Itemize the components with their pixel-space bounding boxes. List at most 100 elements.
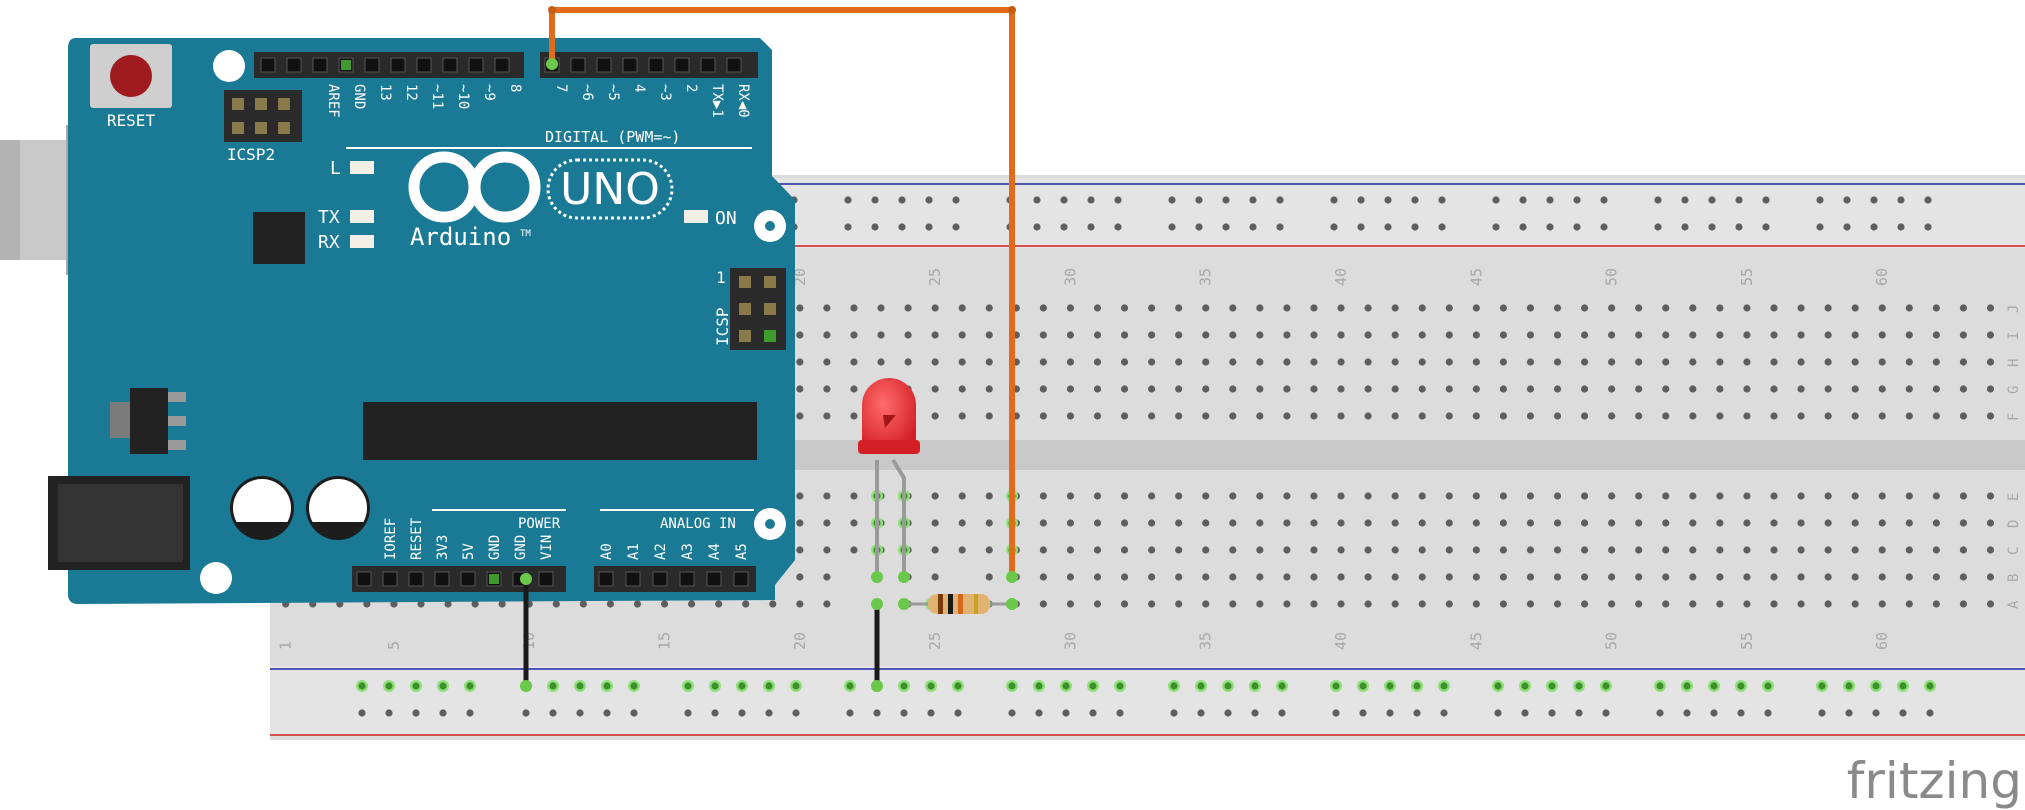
digital-header-pin[interactable] <box>260 57 276 73</box>
power-rail-hole <box>1816 196 1824 204</box>
power-rail-hole <box>358 709 366 717</box>
digital-header-pin[interactable] <box>596 57 612 73</box>
power-rail-hole <box>1494 709 1502 717</box>
analog-header-pin[interactable] <box>598 571 614 587</box>
power-header-pin[interactable] <box>460 571 476 587</box>
power-rail-hole <box>1870 223 1878 231</box>
digital-header-pin[interactable] <box>674 57 690 73</box>
column-number-bottom: 25 <box>926 632 944 650</box>
breadboard-hole <box>1283 546 1291 554</box>
icsp-pin <box>764 303 776 315</box>
breadboard-hole <box>823 304 831 312</box>
breadboard-hole <box>1445 331 1453 339</box>
digital-header-pin[interactable] <box>726 57 742 73</box>
power-rail-hole <box>1249 196 1257 204</box>
breadboard-hole <box>1878 546 1886 554</box>
power-rail-hole <box>1276 223 1284 231</box>
breadboard-hole <box>796 573 804 581</box>
digital-header-pin[interactable] <box>312 57 328 73</box>
breadboard-hole <box>931 385 939 393</box>
breadboard-hole <box>1689 600 1697 608</box>
column-number-top: 55 <box>1738 268 1756 286</box>
breadboard-hole <box>1824 358 1832 366</box>
breadboard-hole <box>1905 573 1913 581</box>
digital-header-pin[interactable] <box>700 57 716 73</box>
breadboard-hole <box>1229 304 1237 312</box>
power-header-pin[interactable] <box>408 571 424 587</box>
digital-header-pin[interactable] <box>364 57 380 73</box>
power-rail-hole <box>844 196 852 204</box>
breadboard-hole <box>1932 412 1940 420</box>
signal-wire[interactable] <box>549 7 1015 577</box>
breadboard-hole <box>1499 600 1507 608</box>
breadboard-hole <box>1364 331 1372 339</box>
power-pin-label: GND <box>513 535 529 560</box>
breadboard-hole <box>1202 600 1210 608</box>
icsp-pin1-label: 1 <box>716 268 726 287</box>
breadboard-hole <box>958 412 966 420</box>
breadboard-hole <box>1824 331 1832 339</box>
breadboard-hole <box>1689 573 1697 581</box>
power-rail-hole <box>1708 223 1716 231</box>
column-number-top: 40 <box>1332 268 1350 286</box>
breadboard-hole <box>1662 358 1670 366</box>
power-header-pin[interactable] <box>434 571 450 587</box>
power-rail-hole-connected <box>1683 682 1691 690</box>
power-rail-hole-connected <box>1332 682 1340 690</box>
analog-header-pin[interactable] <box>625 571 641 587</box>
digital-header-pin[interactable] <box>442 57 458 73</box>
analog-header-pin[interactable] <box>679 571 695 587</box>
breadboard-hole <box>850 492 858 500</box>
digital-header-pin[interactable] <box>570 57 586 73</box>
breadboard-hole <box>1553 573 1562 581</box>
breadboard-hole <box>1824 492 1832 500</box>
breadboard-hole <box>1499 358 1507 366</box>
breadboard-hole <box>1743 358 1751 366</box>
red-led[interactable] <box>858 378 920 583</box>
breadboard-hole <box>1743 519 1751 527</box>
digital-header-pin[interactable] <box>286 57 302 73</box>
power-rail-hole <box>1438 196 1446 204</box>
breadboard-hole <box>1959 600 1968 608</box>
power-rail-hole-connected <box>1251 682 1259 690</box>
power-rail-hole <box>630 709 638 717</box>
power-rail-hole <box>1438 223 1446 231</box>
digital-header-pin[interactable] <box>648 57 664 73</box>
analog-header-pin[interactable] <box>733 571 749 587</box>
digital-header-pin[interactable] <box>494 57 510 73</box>
power-rail-hole <box>439 709 447 717</box>
breadboard-hole <box>1608 600 1616 608</box>
power-header-pin[interactable] <box>538 571 554 587</box>
analog-header-pin[interactable] <box>706 571 722 587</box>
power-header-pin[interactable] <box>356 571 372 587</box>
resistor[interactable] <box>898 594 1018 614</box>
reset-button[interactable] <box>110 55 152 97</box>
analog-header-pin[interactable] <box>652 571 668 587</box>
digital-header-pin[interactable] <box>416 57 432 73</box>
power-rail-hole <box>684 709 692 717</box>
breadboard-hole <box>1580 331 1589 339</box>
power-header-pin-connected <box>489 574 499 584</box>
logo-infinity-right <box>469 151 541 223</box>
power-rail-hole <box>1357 223 1365 231</box>
breadboard-hole <box>1445 573 1453 581</box>
column-number-top: 35 <box>1197 268 1215 286</box>
breadboard-hole <box>1851 331 1859 339</box>
breadboard-hole <box>1148 412 1156 420</box>
digital-header-pin[interactable] <box>468 57 484 73</box>
breadboard-hole <box>1662 304 1670 312</box>
breadboard-hole <box>1905 600 1913 608</box>
power-rail-hole <box>1168 196 1176 204</box>
breadboard-hole <box>1391 546 1399 554</box>
digital-header-pin[interactable] <box>390 57 406 73</box>
breadboard-hole <box>1770 304 1778 312</box>
power-header-pin[interactable] <box>382 571 398 587</box>
capacitor-2 <box>306 476 370 540</box>
breadboard-hole <box>660 600 669 608</box>
breadboard-hole <box>985 358 993 366</box>
breadboard-hole <box>1472 358 1480 366</box>
breadboard-hole <box>1689 412 1697 420</box>
breadboard-hole <box>1635 412 1643 420</box>
breadboard-hole <box>1364 412 1372 420</box>
digital-header-pin[interactable] <box>622 57 638 73</box>
